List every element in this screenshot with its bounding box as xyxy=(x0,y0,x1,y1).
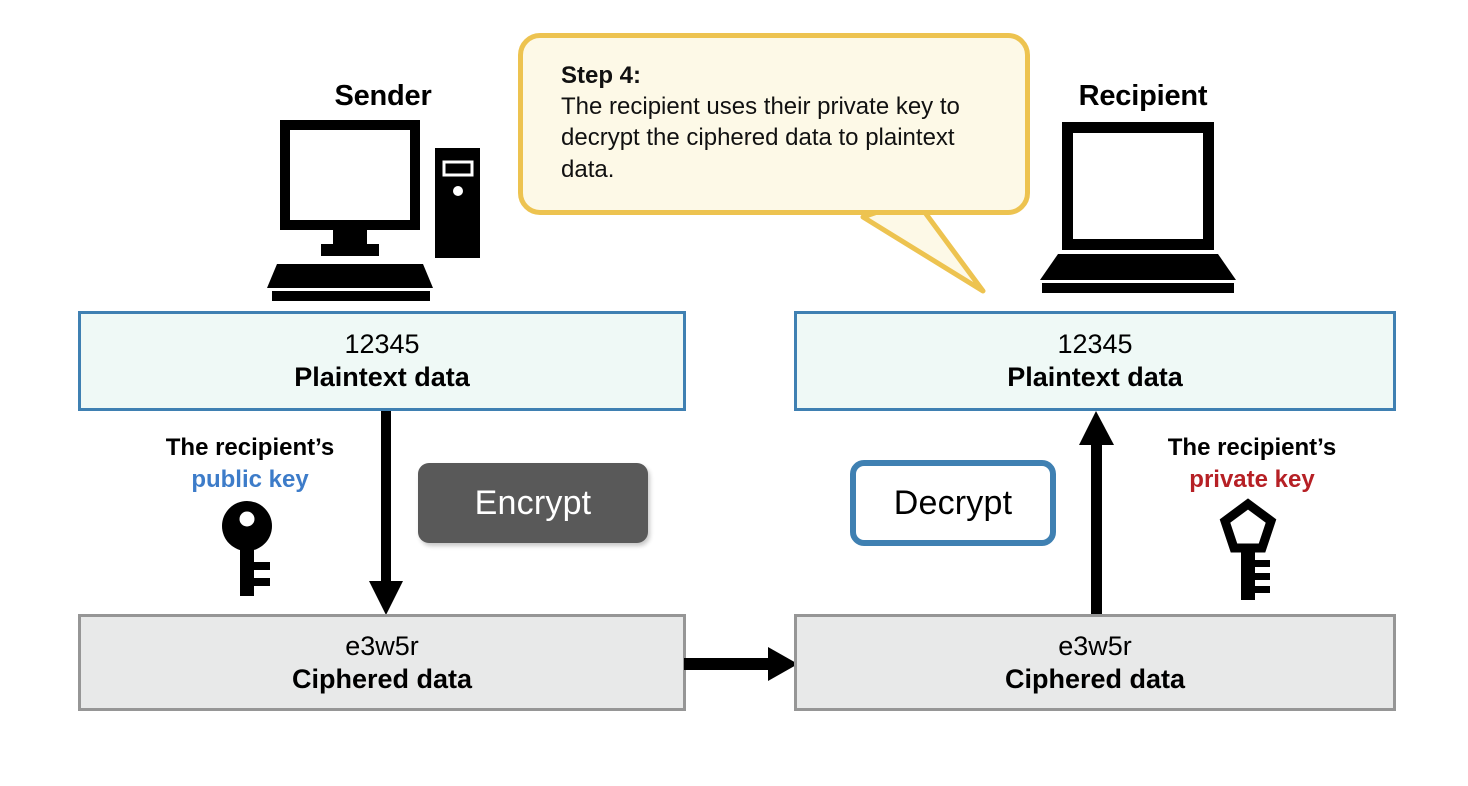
recipient-ciphered-box: e3w5r Ciphered data xyxy=(794,614,1396,711)
recipient-plaintext-value: 12345 xyxy=(1057,329,1133,360)
recipient-label: Recipient xyxy=(1078,80,1208,112)
callout-title: Step 4: xyxy=(561,62,642,89)
public-key-owner: The recipient’s xyxy=(165,434,335,461)
decrypt-button-label: Decrypt xyxy=(893,483,1013,522)
callout-body: The recipient uses their private key to … xyxy=(561,93,960,183)
sender-ciphered-box: e3w5r Ciphered data xyxy=(78,614,686,711)
sender-ciphered-value: e3w5r xyxy=(345,630,419,661)
private-key-caption: The recipient’s private key xyxy=(1152,432,1352,495)
encrypt-button[interactable]: Encrypt xyxy=(418,463,648,543)
arrow-down-icon xyxy=(368,411,404,616)
sender-label: Sender xyxy=(334,80,432,112)
recipient-plaintext-caption: Plaintext data xyxy=(1007,362,1183,392)
laptop-computer-icon xyxy=(1040,122,1240,294)
callout-step-4: Step 4: The recipient uses their private… xyxy=(518,33,1030,215)
sender-plaintext-box: 12345 Plaintext data xyxy=(78,311,686,411)
encrypt-button-label: Encrypt xyxy=(474,483,592,522)
desktop-computer-icon xyxy=(267,118,485,303)
arrow-right-icon xyxy=(684,645,800,683)
recipient-plaintext-box: 12345 Plaintext data xyxy=(794,311,1396,411)
public-key-caption: The recipient’s public key xyxy=(145,432,355,495)
sender-ciphered-caption: Ciphered data xyxy=(291,663,473,694)
recipient-ciphered-value: e3w5r xyxy=(1058,630,1132,661)
private-key-owner: The recipient’s xyxy=(1167,434,1337,461)
arrow-up-icon xyxy=(1077,409,1117,616)
sender-plaintext-value: 12345 xyxy=(344,329,420,360)
private-key-kind: private key xyxy=(1189,465,1315,493)
round-key-icon xyxy=(222,500,280,600)
pentagon-key-icon xyxy=(1219,498,1280,605)
sender-plaintext-caption: Plaintext data xyxy=(294,362,470,392)
recipient-ciphered-caption: Ciphered data xyxy=(1004,663,1186,694)
decrypt-button[interactable]: Decrypt xyxy=(850,460,1056,546)
public-key-kind: public key xyxy=(191,465,309,493)
